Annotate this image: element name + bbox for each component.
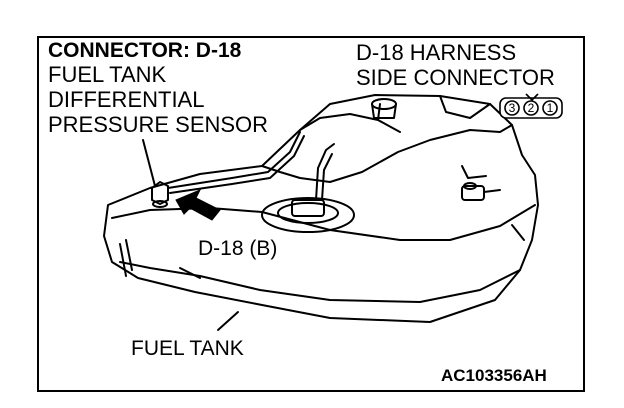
fuel-pump-ring [261,197,355,233]
connector-pin-1 [542,100,558,116]
sensor-label-line-1: FUEL TANK [48,62,167,87]
pin-label-2: 2 [528,101,535,115]
fuel-tank-label: FUEL TANK [131,337,244,360]
connector-arrow [175,189,221,221]
connector-pin-3 [504,100,520,116]
connector-pin-2 [523,100,539,116]
figure-code: AC103356AH [441,366,547,385]
vapour-tube [167,131,301,189]
sensor-label-line-2: DIFFERENTIAL [48,87,205,112]
pressure-sensor [151,181,169,205]
harness-connector-symbol [499,93,563,119]
tank-leader-line [217,311,239,331]
sensor-leader-line [142,139,156,187]
connector-title: CONNECTOR: D-18 [48,39,242,62]
fuel-tank-body [103,94,539,323]
pin-label-3: 3 [509,101,516,115]
connector-ref-label: D-18 (B) [198,237,278,260]
harness-label-line-1: D-18 HARNESS [356,40,517,65]
pin-label-1: 1 [547,101,554,115]
harness-label-line-2: SIDE CONNECTOR [356,65,555,90]
sensor-label-line-3: PRESSURE SENSOR [48,112,269,137]
